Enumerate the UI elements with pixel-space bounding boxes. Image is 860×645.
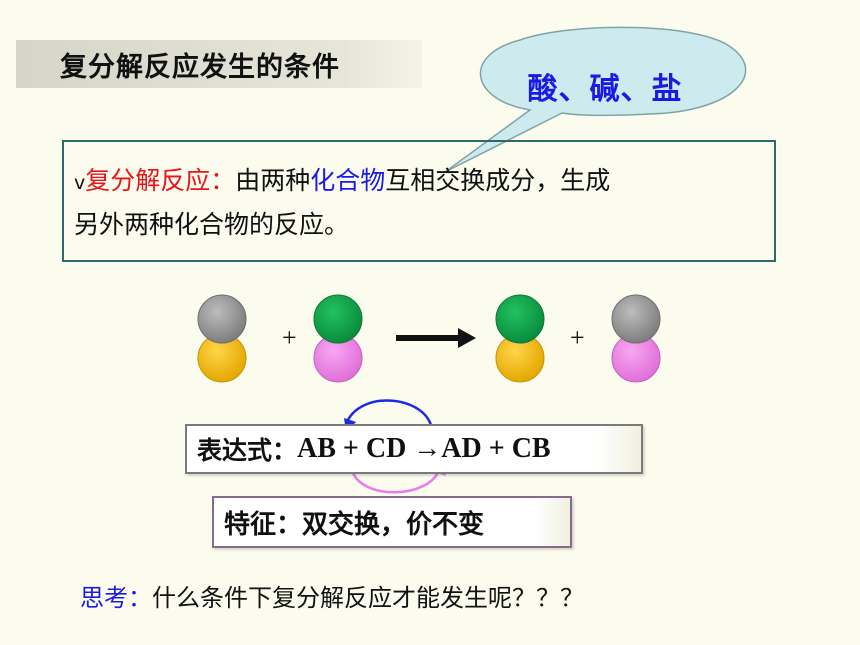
callout-text: 酸、碱、盐 [527, 72, 683, 107]
expression-label: 表达式： [197, 436, 298, 465]
atom-c-left [313, 294, 363, 344]
definition-part1: 由两种 [235, 166, 311, 195]
swap-arrow-bottom [350, 467, 442, 494]
expression-box: 表达式： AB + CD →AD + CB [185, 424, 643, 474]
slide-title: 复分解反应发生的条件 [60, 51, 340, 83]
atom-c-right [495, 294, 545, 344]
definition-part2: 互相交换成分，生成 [385, 166, 611, 195]
title-banner: 复分解反应发生的条件 [16, 40, 422, 88]
bullet-marker: v [74, 172, 86, 194]
callout-shape [444, 26, 747, 173]
question-text: 什么条件下复分解反应才能发生呢？？？ [152, 584, 584, 612]
atom-a-left [197, 294, 247, 344]
definition-box: v复分解反应：由两种化合物互相交换成分，生成 另外两种化合物的反应。 [62, 140, 776, 262]
swap-arrow-top [344, 399, 434, 431]
definition-line2: 另外两种化合物的反应。 [74, 210, 350, 239]
definition-highlight: 化合物 [310, 166, 386, 195]
definition-term: 复分解反应： [85, 166, 236, 195]
reaction-arrow-head [458, 328, 476, 348]
atom-a-right [611, 294, 661, 344]
feature-text: 特征：双交换，价不变 [224, 509, 485, 540]
expression-formula: AB + CD →AD + CB [297, 433, 551, 464]
feature-box: 特征：双交换，价不变 [212, 496, 572, 548]
question-label: 思考： [80, 584, 152, 612]
plus-right: + [570, 323, 585, 352]
plus-left: + [282, 323, 297, 352]
question-line: 思考：什么条件下复分解反应才能发生呢？？？ [80, 578, 584, 613]
